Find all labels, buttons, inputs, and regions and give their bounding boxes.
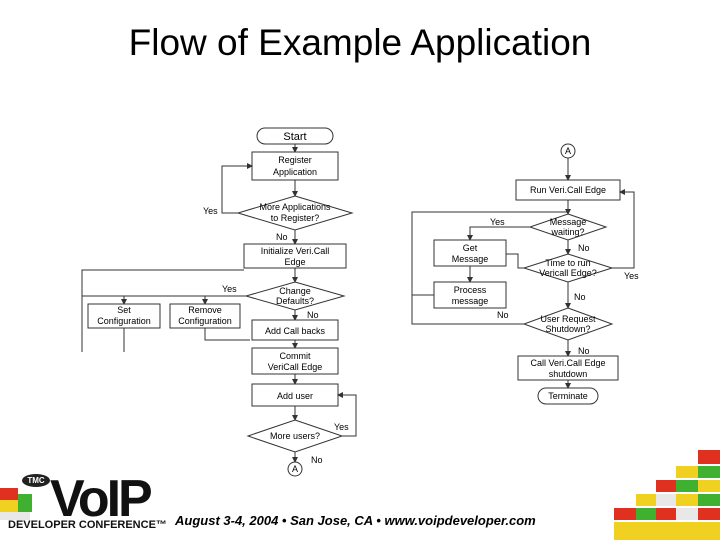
remove-config-box [169, 303, 241, 329]
user-request-no: No [578, 346, 590, 356]
connector-a-top-label: A [565, 146, 571, 156]
more-apps-no: No [276, 232, 288, 242]
get-message-box [433, 239, 507, 267]
more-apps-yes: Yes [203, 206, 218, 216]
change-defaults-no: No [307, 310, 319, 320]
init-label-1: Initialize Veri.Call [261, 246, 330, 256]
process-message-label-1: Process [454, 285, 487, 295]
commit-box [251, 347, 339, 375]
user-request-no-left: No [497, 310, 509, 320]
terminate-terminator [537, 387, 599, 405]
user-request-label-1: User Request [540, 314, 596, 324]
call-shutdown-label-2: shutdown [549, 369, 588, 379]
blocks-left [0, 488, 32, 520]
terminate-label: Terminate [548, 391, 588, 401]
call-shutdown-label-1: Call Veri.Call Edge [530, 358, 605, 368]
set-config-box [87, 303, 161, 329]
footer-text: August 3-4, 2004 • San Jose, CA • www.vo… [175, 513, 536, 528]
message-waiting-label-2: waiting? [550, 227, 584, 237]
time-to-run-label-1: Time to run [545, 258, 590, 268]
voip-logo: VoIP [50, 470, 153, 528]
init-edge-box [243, 243, 347, 269]
get-message-label-1: Get [463, 243, 478, 253]
more-users-yes: Yes [334, 422, 349, 432]
set-config-label-1: Set [117, 305, 131, 315]
register-label-2: Application [273, 167, 317, 177]
remove-config-label-2: Configuration [178, 316, 232, 326]
logo-subtitle: DEVELOPER CONFERENCE™ [8, 519, 167, 531]
commit-label-2: VeriCall Edge [268, 362, 323, 372]
tmc-badge: TMC [22, 474, 50, 487]
init-label-2: Edge [284, 257, 305, 267]
change-defaults-label-1: Change [279, 286, 311, 296]
more-users-label: More users? [270, 431, 320, 441]
process-message-label-2: message [452, 296, 489, 306]
slide-title: Flow of Example Application [128, 22, 592, 63]
add-user-label: Add user [277, 391, 313, 401]
add-callbacks-label: Add Call backs [265, 326, 326, 336]
remove-config-label-1: Remove [188, 305, 222, 315]
more-apps-label-1: More Applications [259, 202, 331, 212]
time-to-run-label-2: Vericall Edge? [539, 268, 597, 278]
time-to-run-no: No [574, 292, 586, 302]
commit-label-1: Commit [280, 351, 311, 361]
blocks-right [614, 450, 720, 540]
message-waiting-yes: Yes [490, 217, 505, 227]
get-message-label-2: Message [452, 254, 489, 264]
change-defaults-yes: Yes [222, 284, 237, 294]
set-config-label-2: Configuration [97, 316, 151, 326]
run-edge-label: Run Veri.Call Edge [530, 185, 606, 195]
change-defaults-label-2: Defaults? [276, 296, 314, 306]
message-waiting-label-1: Message [550, 217, 587, 227]
time-to-run-yes: Yes [624, 271, 639, 281]
start-label: Start [283, 131, 306, 143]
message-waiting-no: No [578, 243, 590, 253]
connector-a-bottom [287, 461, 303, 477]
more-apps-label-2: to Register? [271, 213, 320, 223]
register-label-1: Register [278, 155, 312, 165]
call-shutdown-box [517, 355, 619, 381]
user-request-label-2: Shutdown? [545, 324, 590, 334]
more-users-no: No [311, 455, 323, 465]
process-message-box [433, 281, 507, 309]
connector-a-bottom-label: A [292, 464, 298, 474]
